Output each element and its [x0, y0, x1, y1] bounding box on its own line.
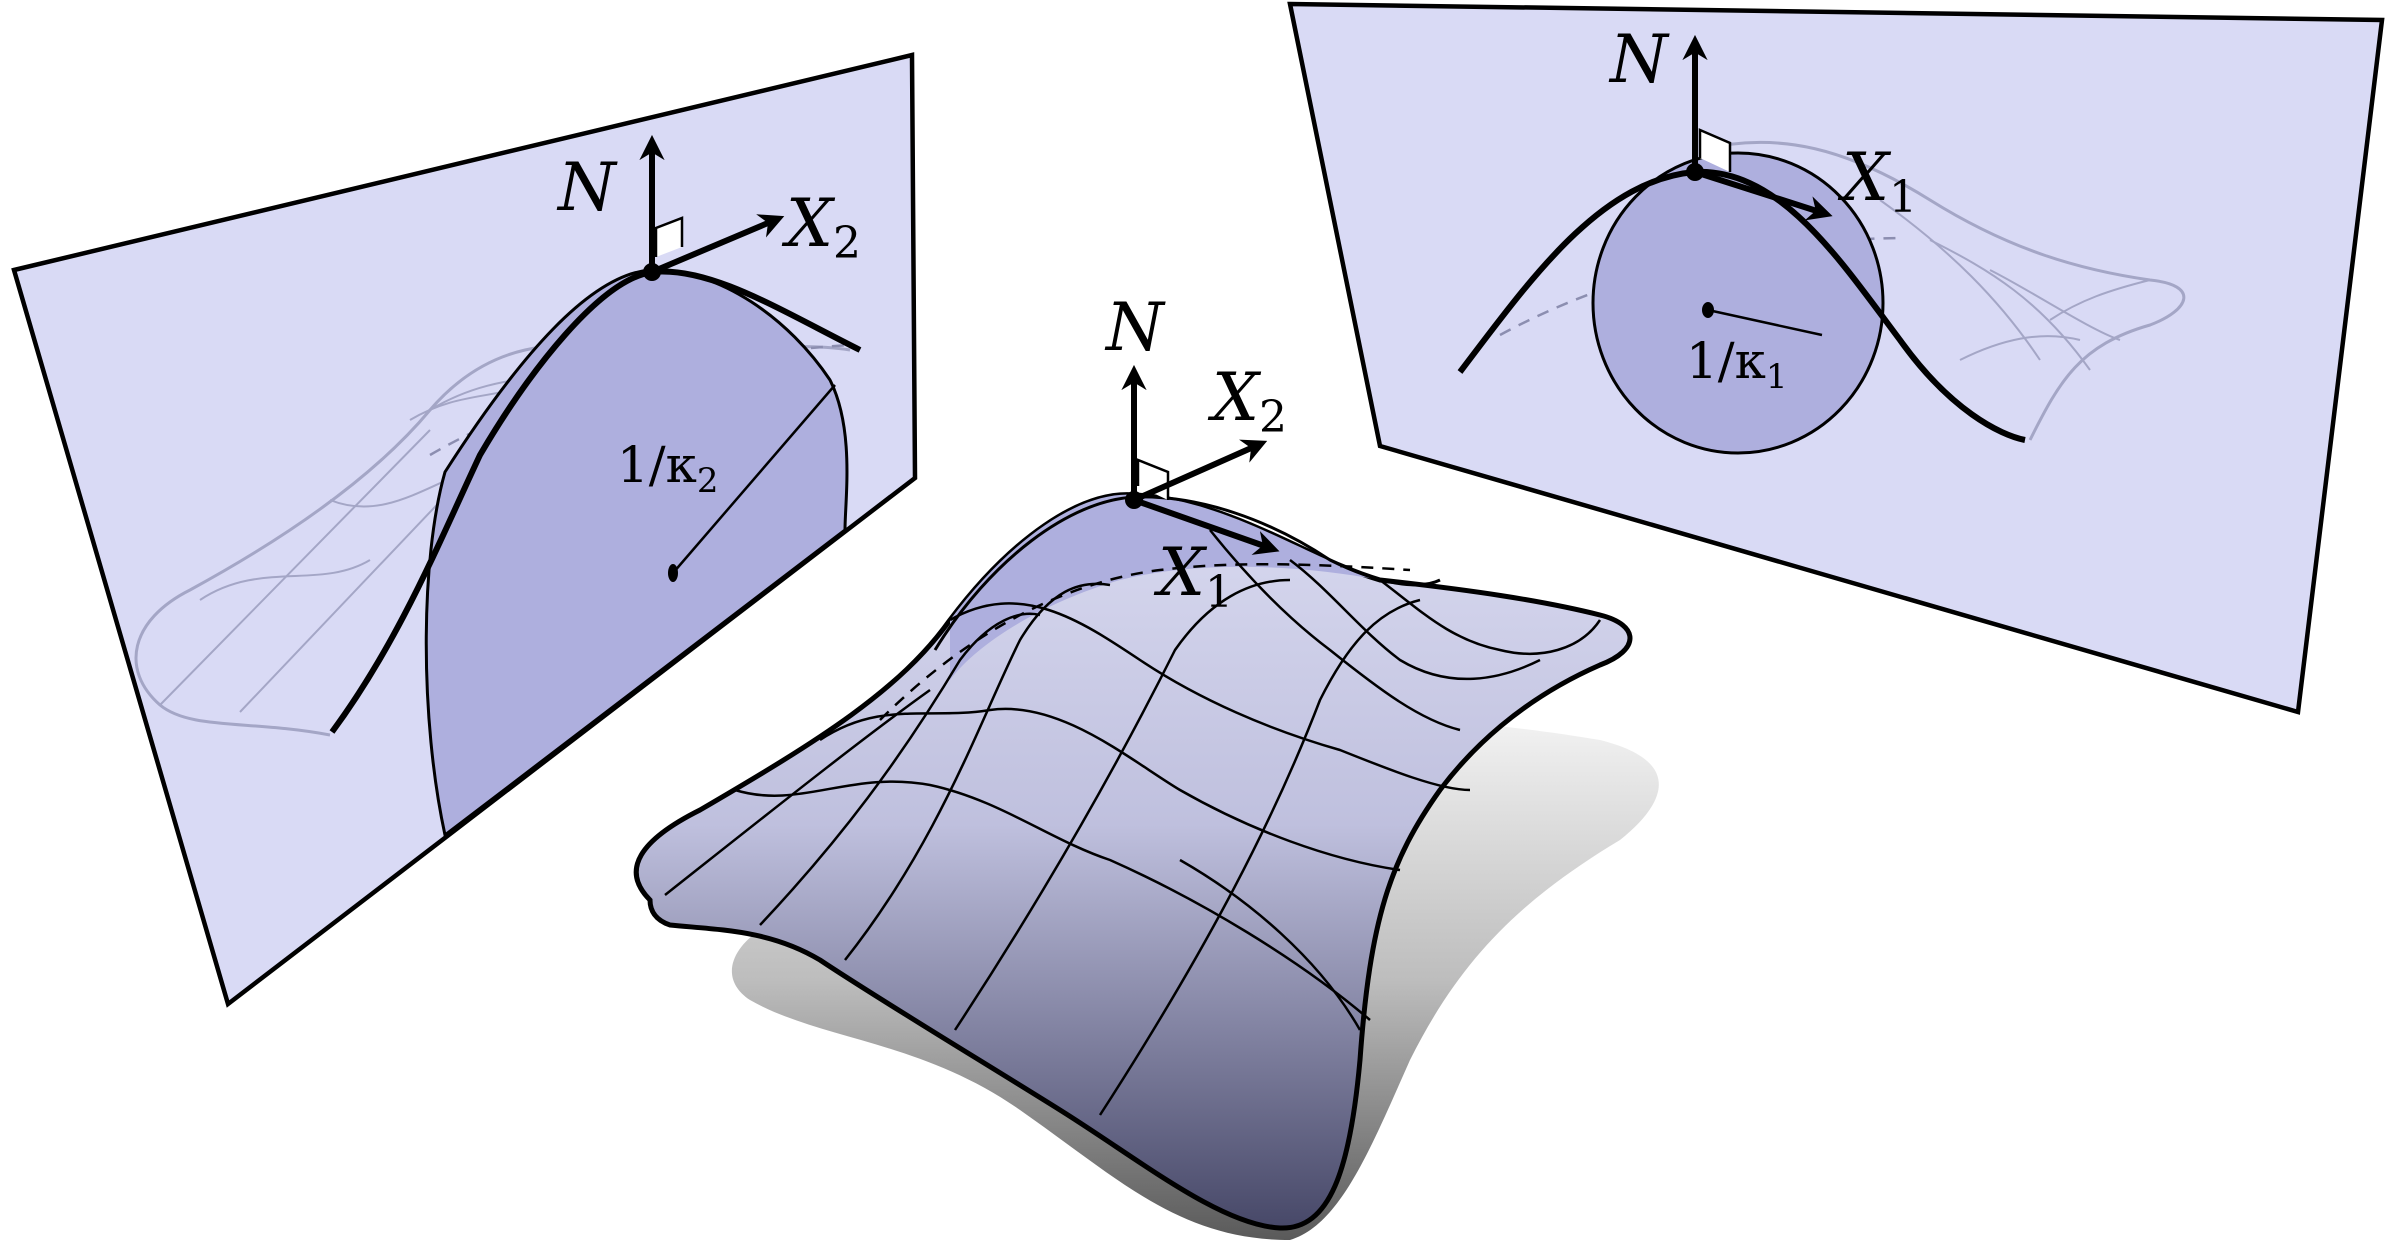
left-normal-label: N	[556, 149, 618, 226]
center-x1-arrow	[1133, 497, 1280, 555]
right-radius-label: 1/κ1	[1686, 332, 1788, 397]
right-right-angle-mark	[1698, 128, 1732, 172]
left-radius-label: 1/κ2	[617, 436, 719, 501]
left-normal-section-curve	[329, 268, 862, 734]
center-normal-label: N	[1104, 289, 1166, 366]
left-x2-label: X2	[781, 185, 861, 269]
right-faded-surface	[1699, 140, 2186, 441]
right-x1-arrow	[1694, 169, 1833, 221]
center-x1-label: X1	[1153, 534, 1233, 618]
right-normal-plane: N X1 1/κ1	[1287, 1, 2385, 715]
left-radius-line	[672, 384, 836, 574]
left-right-angle-mark	[654, 216, 684, 257]
left-radius-center-dot	[668, 564, 678, 582]
right-x1-label: X1	[1837, 139, 1917, 223]
center-x2-label: X2	[1207, 359, 1287, 443]
right-radius-line	[1707, 308, 1823, 337]
surface-dashed-curve	[879, 562, 1411, 721]
surface-grid-lines	[664, 529, 1602, 1116]
surface-crest-curve	[933, 495, 1441, 651]
right-radius-center-dot	[1702, 302, 1714, 318]
left-normal-plane: N X2 1/κ2	[11, 52, 918, 1008]
left-osculating-disk	[424, 268, 849, 838]
center-surface-group: N X2 X1	[633, 289, 1659, 1240]
center-x2-arrow	[1132, 439, 1268, 503]
right-normal-label: N	[1608, 21, 1670, 98]
right-osculating-disk	[1591, 151, 1885, 455]
left-x2-arrow	[650, 214, 785, 275]
